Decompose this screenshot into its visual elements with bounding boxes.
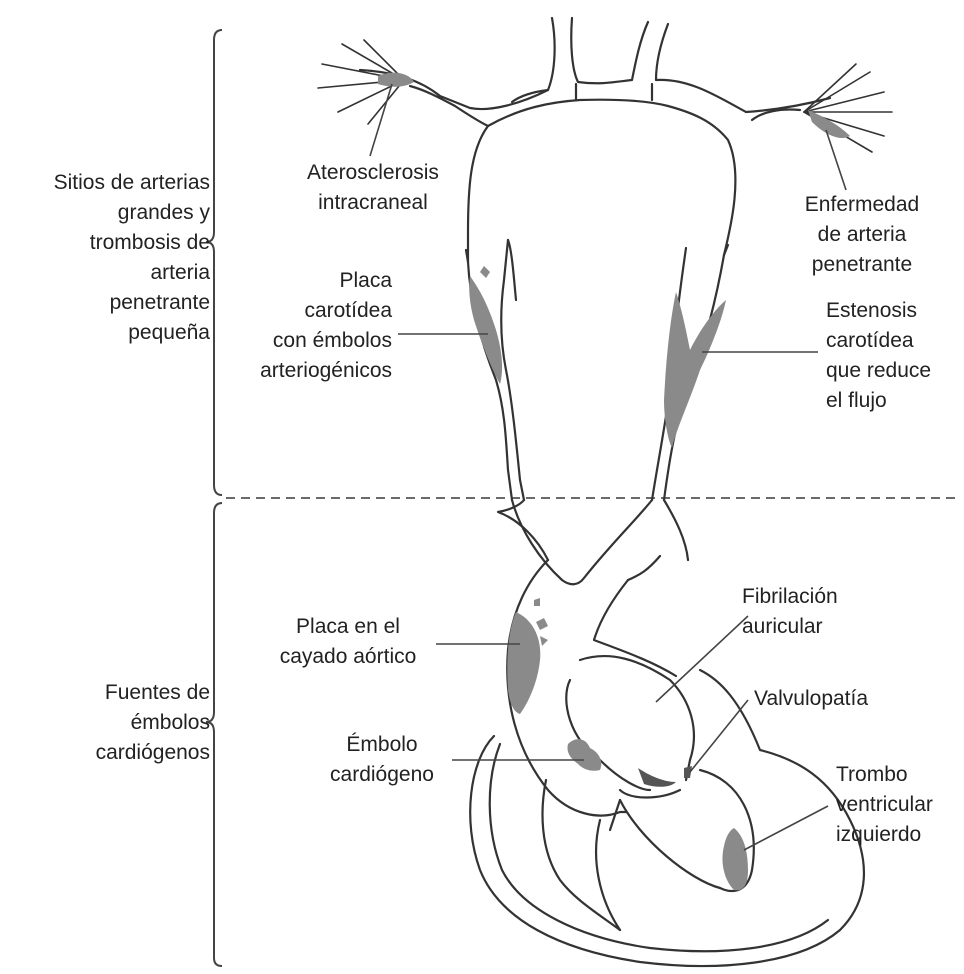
- lower-group-label: Fuentes de émbolos cardiógenos: [96, 678, 210, 768]
- carotid-plaque-line: arteriogénicos: [260, 356, 392, 386]
- arch-plaque-label: Placa en el cayado aórtico: [258, 612, 438, 672]
- intracranial-line: intracraneal: [278, 188, 468, 218]
- carotid-stenosis-label: Estenosis carotídea que reduce el flujo: [826, 296, 931, 416]
- intracranial-line: Aterosclerosis: [278, 158, 468, 188]
- leader-lv-thrombus: [744, 806, 828, 850]
- upper-group-line: arteria: [54, 258, 210, 288]
- carotid-plaque-lesion: [469, 276, 502, 384]
- cardiac-embolus-lesion: [567, 739, 601, 771]
- carotid-stenosis-line: Estenosis: [826, 296, 931, 326]
- penetrating-line: penetrante: [772, 250, 952, 280]
- cardiac-embolus-label: Émbolo cardiógeno: [312, 730, 452, 790]
- arch-plaque-line: Placa en el: [258, 612, 438, 642]
- valve-line: Valvulopatía: [754, 684, 868, 714]
- lower-group-line: émbolos: [96, 708, 210, 738]
- upper-group-label: Sitios de arterias grandes y trombosis d…: [54, 168, 210, 348]
- penetrating-line: Enfermedad: [772, 190, 952, 220]
- penetrating-line: de arteria: [772, 220, 952, 250]
- cerebral-arteries: [360, 18, 830, 262]
- lv-thrombus-line: Trombo: [836, 760, 933, 790]
- cardiac-embolus-line: Émbolo: [312, 730, 452, 760]
- lv-thrombus-lesion: [722, 828, 748, 890]
- upper-group-line: penetrante: [54, 288, 210, 318]
- leader-atrial-fib: [656, 616, 748, 702]
- carotid-stenosis-line: carotídea: [826, 326, 931, 356]
- upper-group-line: trombosis de: [54, 228, 210, 258]
- lower-group-line: Fuentes de: [96, 678, 210, 708]
- atrial-fib-label: Fibrilación auricular: [742, 582, 838, 642]
- atrial-fib-line: Fibrilación: [742, 582, 838, 612]
- upper-group-line: Sitios de arterias: [54, 168, 210, 198]
- lower-group-line: cardiógenos: [96, 738, 210, 768]
- cardiac-embolus-line: cardiógeno: [312, 760, 452, 790]
- lv-thrombus-line: ventricular: [836, 790, 933, 820]
- arch-plaque-line: cayado aórtico: [258, 642, 438, 672]
- leader-valve: [690, 700, 748, 772]
- carotid-stenosis-lesion: [664, 292, 726, 448]
- carotid-stenosis-line: que reduce: [826, 356, 931, 386]
- lv-thrombus-label: Trombo ventricular izquierdo: [836, 760, 933, 850]
- penetrating-label: Enfermedad de arteria penetrante: [772, 190, 952, 280]
- intracranial-atheroma: [378, 73, 414, 87]
- valve-label: Valvulopatía: [754, 684, 868, 714]
- carotid-stenosis-line: el flujo: [826, 386, 931, 416]
- atrial-fib-line: auricular: [742, 612, 838, 642]
- valve-lesion: [638, 768, 676, 787]
- lv-thrombus-line: izquierdo: [836, 820, 933, 850]
- intracranial-label: Aterosclerosis intracraneal: [278, 158, 468, 218]
- arch-plaque-lesion: [507, 612, 540, 714]
- upper-group-line: pequeña: [54, 318, 210, 348]
- carotid-plaque-line: Placa: [260, 266, 392, 296]
- carotid-plaque-line: con émbolos: [260, 326, 392, 356]
- carotid-plaque-line: carotídea: [260, 296, 392, 326]
- carotid-plaque-label: Placa carotídea con émbolos arteriogénic…: [260, 266, 392, 386]
- upper-group-line: grandes y: [54, 198, 210, 228]
- leader-penetrating: [826, 130, 846, 190]
